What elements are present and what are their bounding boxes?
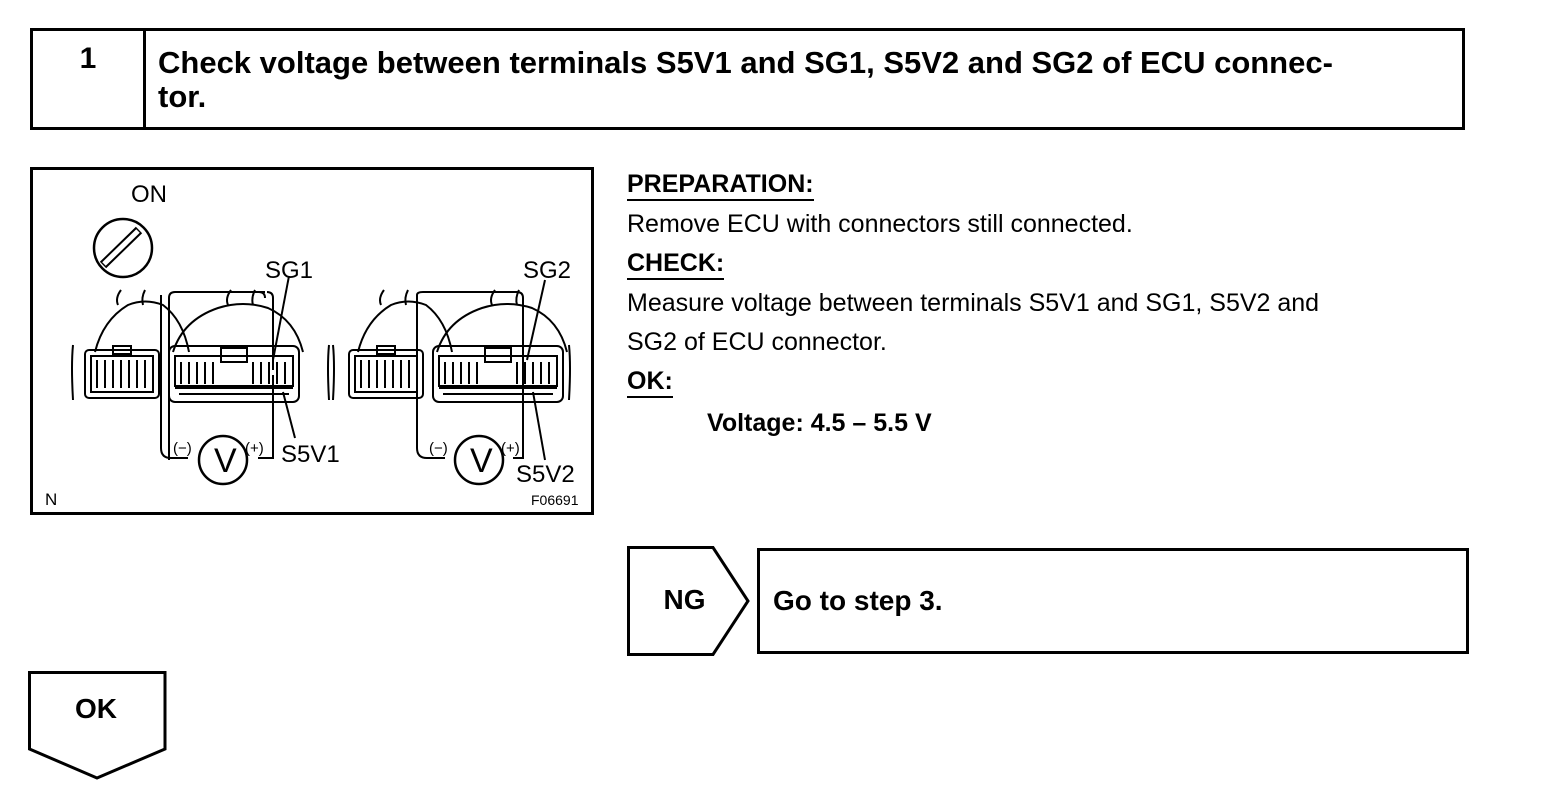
s5v2-label: S5V2 xyxy=(516,461,575,488)
ng-action-text: Go to step 3. xyxy=(773,585,943,616)
voltmeter-left-symbol: V xyxy=(214,442,237,480)
preparation-heading: PREPARATION: xyxy=(627,169,814,201)
check-text-line2: SG2 of ECU connector. xyxy=(627,328,887,356)
check-text-line1: Measure voltage between terminals S5V1 a… xyxy=(627,289,1320,317)
ok-label: OK xyxy=(75,693,117,724)
neg-terminal-left: (−) xyxy=(173,440,192,457)
ng-action-box: Go to step 3. xyxy=(757,548,1469,654)
step-title-text: Check voltage between terminals S5V1 and… xyxy=(158,45,1333,114)
figure-corner-label: N xyxy=(45,490,57,509)
neg-terminal-right: (−) xyxy=(429,440,448,457)
ok-flow-marker: OK xyxy=(28,671,168,781)
ng-arrow-shape xyxy=(627,546,750,656)
voltmeter-left-icon xyxy=(197,434,249,486)
step-header: 1 Check voltage between terminals S5V1 a… xyxy=(30,28,1465,130)
s5v1-label: S5V1 xyxy=(281,441,340,468)
ok-arrow-shape xyxy=(28,671,167,780)
ignition-on-label: ON xyxy=(131,181,167,208)
preparation-text: Remove ECU with connectors still connect… xyxy=(627,210,1133,238)
connector-right-small-icon xyxy=(348,289,453,399)
instructions-panel: PREPARATION: Remove ECU with connectors … xyxy=(627,165,1527,443)
connector-diagram: ON SG1 SG2 S5V1 S5V2 V V (−) (+) (−) (+)… xyxy=(45,181,579,509)
check-heading: CHECK: xyxy=(627,248,725,280)
ignition-key-icon xyxy=(92,217,154,279)
connector-left-small-icon xyxy=(84,289,190,399)
sg2-label: SG2 xyxy=(523,257,571,284)
step-title: Check voltage between terminals S5V1 and… xyxy=(158,46,1448,114)
voltmeter-right-icon xyxy=(453,434,505,486)
pos-terminal-left: (+) xyxy=(245,440,264,457)
ng-flow-marker: NG xyxy=(627,546,752,656)
ng-label: NG xyxy=(663,584,706,615)
connector-right-large-icon xyxy=(432,289,568,403)
voltmeter-loop-left xyxy=(160,291,274,460)
voltmeter-loop-right xyxy=(416,291,524,459)
ok-heading: OK: xyxy=(627,366,673,398)
pos-terminal-right: (+) xyxy=(501,440,520,457)
wiring-figure: ON SG1 SG2 S5V1 S5V2 V V (−) (+) (−) (+)… xyxy=(30,167,594,515)
voltmeter-right-symbol: V xyxy=(470,442,493,480)
voltage-spec: Voltage: 4.5 – 5.5 V xyxy=(707,409,932,437)
figure-code: F06691 xyxy=(531,492,579,508)
sg1-label: SG1 xyxy=(265,257,313,284)
step-number: 1 xyxy=(33,31,146,127)
